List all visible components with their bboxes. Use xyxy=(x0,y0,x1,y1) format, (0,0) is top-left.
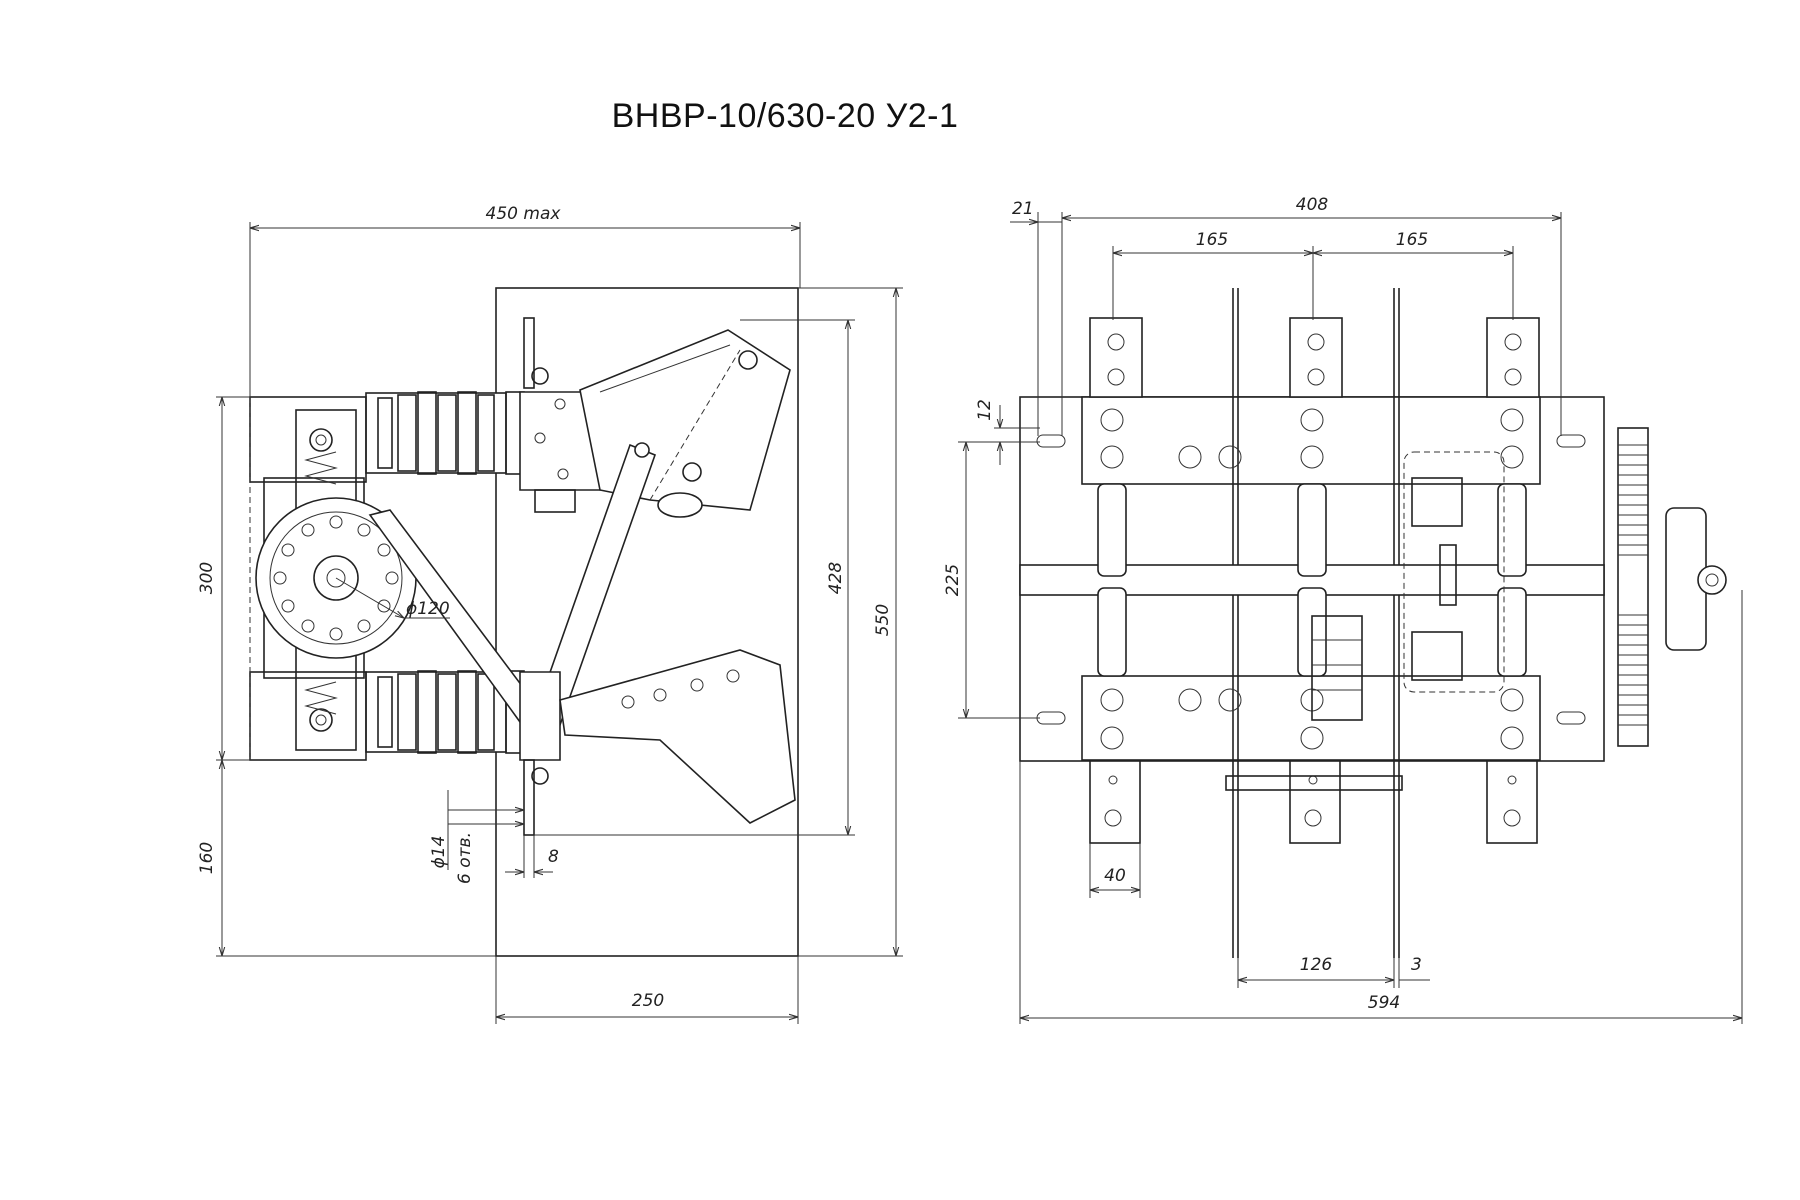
knife-blade-upper xyxy=(579,329,791,511)
dimension-label: 165 xyxy=(1196,230,1228,250)
dimension-126: 126 3 xyxy=(1237,955,1430,988)
dimension-428: 428 xyxy=(534,319,855,836)
dimension-450: 450 max xyxy=(249,204,801,397)
mounting-slot xyxy=(523,759,535,836)
dimension-label: 550 xyxy=(873,604,893,636)
dimension-label: 450 max xyxy=(486,204,562,224)
lower-terminal xyxy=(1089,760,1538,844)
dimension-label: 594 xyxy=(1368,993,1400,1013)
dimension-label: ϕ120 xyxy=(406,599,450,619)
dimension-165: 165 165 xyxy=(1112,230,1514,320)
dimension-label: 428 xyxy=(826,562,846,595)
dimension-160: 160 xyxy=(197,760,496,957)
porcelain-head xyxy=(657,492,703,518)
knife-blade-lower xyxy=(559,649,796,824)
lower-contact-block xyxy=(519,671,561,761)
dimension-label: 8 xyxy=(548,847,559,867)
dimension-label: 300 xyxy=(197,562,217,594)
dimension-label: 21 xyxy=(1012,199,1034,219)
upper-terminal xyxy=(1089,317,1540,398)
dimension-hole: ϕ14 6 отв. xyxy=(429,790,524,884)
dimension-label: 250 xyxy=(632,991,664,1011)
dimension-label: 12 xyxy=(975,399,995,421)
upper-busbar xyxy=(1081,396,1541,485)
terminal-strip xyxy=(1311,615,1363,721)
dimension-594: 594 xyxy=(1019,590,1743,1024)
dimension-300: 300 xyxy=(197,396,250,761)
dimension-label: 6 отв. xyxy=(455,832,475,884)
spring-drive xyxy=(1617,427,1727,747)
dimension-label: 408 xyxy=(1296,195,1329,215)
dimension-8: 8 xyxy=(505,835,559,878)
mounting-plate xyxy=(495,287,799,957)
bolt-heads xyxy=(309,367,549,785)
drawing-title: ВНВР-10/630-20 У2-1 xyxy=(611,97,959,135)
dimension-label: ϕ14 xyxy=(429,836,449,869)
dimension-flange-diameter: ϕ120 xyxy=(335,577,450,619)
dimension-21: 21 xyxy=(1010,199,1063,436)
dimension-label: 160 xyxy=(197,842,217,874)
dimension-408: 408 xyxy=(1062,195,1562,436)
dimension-250: 250 xyxy=(495,956,799,1024)
dimension-label: 165 xyxy=(1396,230,1428,250)
auxiliary-box xyxy=(1403,451,1505,693)
upper-insulator xyxy=(365,391,525,475)
dimension-12: 12 xyxy=(975,399,1040,465)
pole-contact xyxy=(1097,483,1527,677)
dimension-label: 40 xyxy=(1104,866,1126,886)
lower-insulator xyxy=(365,670,525,754)
dimension-550: 550 xyxy=(798,287,903,957)
side-view: 450 max 300 160 ϕ120 428 xyxy=(197,204,903,1024)
front-view: 21 408 165 165 12 xyxy=(943,195,1743,1024)
dimension-label: 126 xyxy=(1300,955,1333,975)
dimension-40: 40 xyxy=(1089,843,1141,898)
dimension-label: 225 xyxy=(943,564,963,596)
dimension-label: 3 xyxy=(1411,955,1422,975)
dimension-225: 225 xyxy=(943,441,1040,719)
